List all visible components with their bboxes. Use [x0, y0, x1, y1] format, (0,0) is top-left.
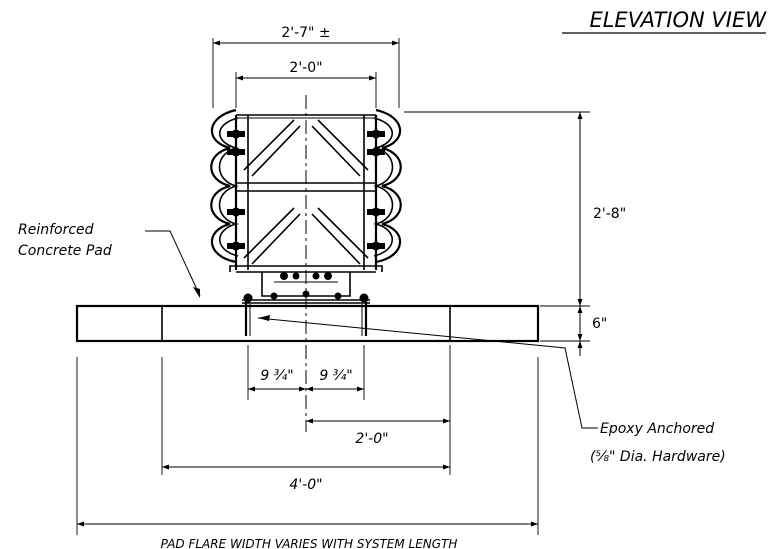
- anchor-spacing-right-label: 9 ¾": [319, 368, 352, 384]
- bolts: [227, 129, 385, 303]
- dim-anchor-spacing: 9 ¾" 9 ¾": [247, 345, 365, 400]
- pad-callout-line2: Concrete Pad: [18, 243, 112, 259]
- concrete-pad: [75, 304, 540, 343]
- right-rail: [375, 108, 402, 264]
- anchor-callout-line2: (⅝" Dia. Hardware): [590, 449, 726, 465]
- diagonal-braces: [243, 119, 369, 265]
- callout-epoxy-anchor: Epoxy Anchored (⅝" Dia. Hardware): [257, 315, 726, 465]
- height-label: 2'-8": [593, 206, 626, 222]
- dim-pad-center-width: 4'-0": [161, 357, 450, 493]
- dim-pad-thickness: 6": [540, 306, 607, 356]
- pad-thickness-label: 6": [592, 316, 607, 332]
- dim-pad-flare: PAD FLARE WIDTH VARIES WITH SYSTEM LENGT…: [76, 357, 539, 549]
- dim-height: 2'-8": [404, 111, 626, 307]
- anchor-bolts: [244, 300, 368, 336]
- pad-flare-label: PAD FLARE WIDTH VARIES WITH SYSTEM LENGT…: [161, 537, 458, 549]
- dim-overall-width: 2'-7" ±: [212, 25, 400, 108]
- anchor-callout-line1: Epoxy Anchored: [600, 421, 714, 437]
- pad-center-width-label: 4'-0": [289, 477, 322, 493]
- overall-width-label: 2'-7" ±: [281, 25, 330, 41]
- barrier-assembly: [210, 95, 402, 432]
- left-rail: [210, 108, 237, 264]
- pad-callout-line1: Reinforced: [18, 222, 94, 238]
- rail-width-label: 2'-0": [289, 60, 322, 76]
- half-pad-label: 2'-0": [355, 431, 388, 447]
- view-title: ELEVATION VIEW: [589, 8, 767, 32]
- dim-rail-width: 2'-0": [235, 60, 377, 108]
- callout-concrete-pad: Reinforced Concrete Pad: [18, 222, 201, 298]
- anchor-spacing-left-label: 9 ¾": [260, 368, 293, 384]
- dim-half-pad: 2'-0": [306, 345, 451, 475]
